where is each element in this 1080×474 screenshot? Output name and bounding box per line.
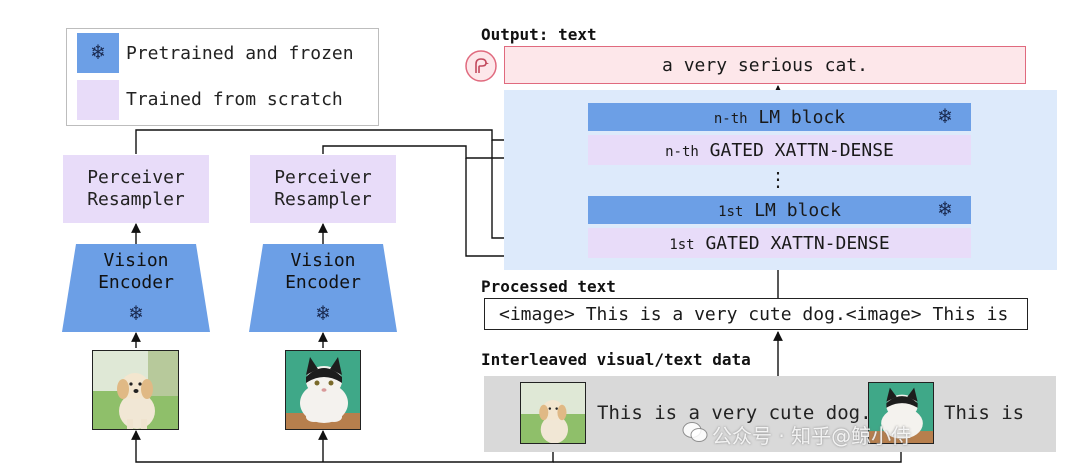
cat-photo-icon xyxy=(869,383,933,443)
vision-encoder-1: Vision Encoder xyxy=(62,248,210,296)
snowflake-icon: ❄ xyxy=(316,301,330,326)
output-text: a very serious cat. xyxy=(662,54,868,76)
vision-encoder-2: Vision Encoder xyxy=(249,248,397,296)
vision-encoder-1-shape xyxy=(62,244,210,332)
snowflake-icon: ❄ xyxy=(938,104,952,129)
perceiver-resampler-2: Perceiver Resampler xyxy=(250,155,396,223)
perceiver-resampler-1: Perceiver Resampler xyxy=(63,155,209,223)
perceiver-resampler-1-line1: Perceiver xyxy=(87,167,185,188)
bottom-bus-line xyxy=(131,430,554,463)
legend-frozen-swatch: ❄ xyxy=(77,33,119,73)
processed-title: Processed text xyxy=(481,277,616,296)
perceiver-resampler-2-line2: Resampler xyxy=(274,189,372,210)
nth-lm-label: LM block xyxy=(758,106,846,128)
vision-encoder-2-line1: Vision xyxy=(290,250,356,271)
output-text-box: a very serious cat. xyxy=(504,46,1026,84)
cat-photo-icon xyxy=(286,351,360,429)
first-lm-prefix: 1st xyxy=(718,203,744,220)
processed-text-box: <image> This is a very cute dog.<image> … xyxy=(484,298,1028,330)
vision-encoder-1-line2: Encoder xyxy=(98,272,174,293)
dog-photo-icon xyxy=(93,351,178,429)
stack-ellipsis: ⋮ xyxy=(768,167,788,191)
first-gated-prefix: 1st xyxy=(669,236,695,253)
interleaved-text-1: This is a very cute dog. xyxy=(597,402,872,424)
legend-trained-swatch xyxy=(77,80,119,120)
perceiver-resampler-2-line1: Perceiver xyxy=(274,167,372,188)
dog-image xyxy=(92,350,179,430)
output-title: Output: text xyxy=(481,25,597,44)
nth-gated-prefix: n-th xyxy=(665,143,699,160)
legend-frozen-label: Pretrained and frozen xyxy=(126,43,354,64)
nth-gated-label: GATED XATTN-DENSE xyxy=(709,139,894,161)
nth-gated-xattn-block: n-th GATED XATTN-DENSE xyxy=(588,135,971,165)
vision-encoder-1-line1: Vision xyxy=(103,250,169,271)
snowflake-icon: ❄ xyxy=(938,197,952,222)
bus-to-interleaved-right xyxy=(553,449,902,463)
interleaved-cat-image xyxy=(868,382,934,444)
first-lm-label: LM block xyxy=(754,199,841,221)
interleaved-dog-image xyxy=(520,382,586,444)
interleaved-text-2: This is xyxy=(944,402,1025,424)
processed-text: <image> This is a very cute dog.<image> … xyxy=(499,303,1009,325)
snowflake-icon: ❄ xyxy=(91,40,105,65)
vision-encoder-2-line2: Encoder xyxy=(285,272,361,293)
vision-encoder-2-shape xyxy=(249,244,397,332)
nth-lm-prefix: n-th xyxy=(713,110,748,127)
snowflake-icon: ❄ xyxy=(129,301,143,326)
perceiver-resampler-1-line2: Resampler xyxy=(87,189,185,210)
watermark-text: 公众号 · 知乎@鲸小侍 xyxy=(712,424,912,448)
interleaved-title: Interleaved visual/text data xyxy=(481,350,751,369)
wechat-icon xyxy=(682,420,708,444)
nth-lm-block: n-th LM block xyxy=(588,103,971,131)
first-gated-xattn-block: 1st GATED XATTN-DENSE xyxy=(588,228,971,258)
first-lm-block: 1st LM block xyxy=(588,196,971,224)
dog-photo-icon xyxy=(521,383,585,443)
cat-image xyxy=(285,350,361,430)
legend-trained-label: Trained from scratch xyxy=(126,89,343,110)
flamingo-logo-icon xyxy=(465,50,497,82)
first-gated-label: GATED XATTN-DENSE xyxy=(705,232,890,254)
